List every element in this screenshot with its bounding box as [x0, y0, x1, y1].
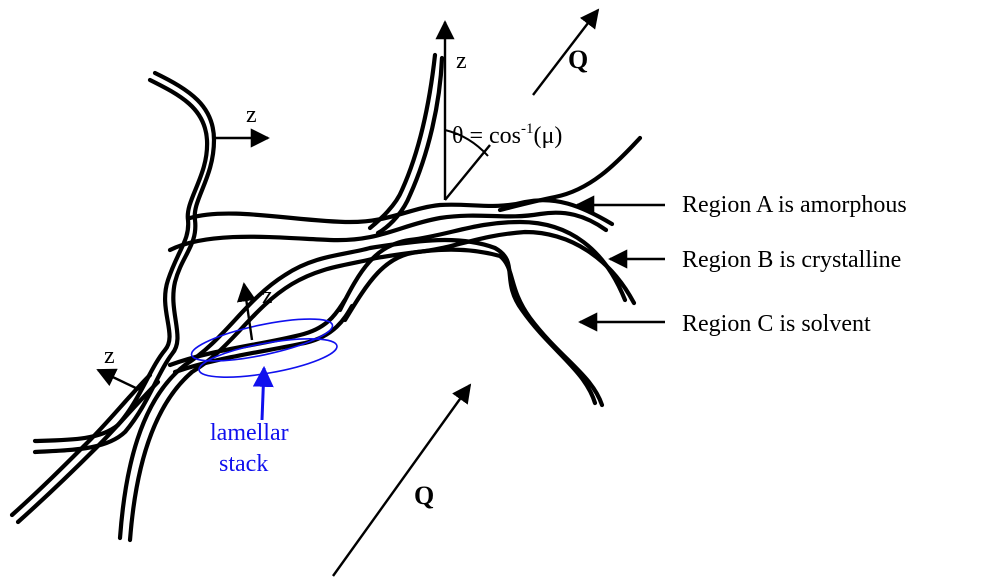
fiber-right-tail [497, 135, 643, 213]
lamellar-pointer-arrow [252, 365, 274, 421]
q-arrow-bottom [332, 383, 472, 577]
fiber-spike-b [375, 55, 445, 236]
q-label-top: Q [568, 45, 588, 74]
theta-label: θ = cos-1(μ) [452, 121, 562, 149]
z-arrow-left-lower [96, 368, 141, 392]
lamellar-label-line1: lamellar [210, 420, 289, 446]
fiber-lamellar-b [172, 303, 355, 375]
q-label-bottom: Q [414, 481, 434, 510]
fiber-spike-a [367, 52, 438, 231]
theta-arc [444, 129, 489, 157]
z-arrow-lamellar [236, 282, 256, 341]
q-arrow-top [532, 8, 600, 96]
fiber-network [9, 52, 643, 543]
q-vectors: Q Q [332, 8, 600, 577]
z-label-left-upper: z [246, 102, 257, 128]
region-labels: Region A is amorphous Region B is crysta… [575, 192, 907, 337]
theta-angle: θ = cos-1(μ) [444, 121, 562, 201]
z-label-lamellar: z [262, 283, 273, 309]
region-b-label: Region B is crystalline [682, 247, 901, 273]
lamellar-ellipse-upper [190, 318, 334, 362]
q-direction-line [444, 144, 491, 201]
region-a-label: Region A is amorphous [682, 192, 907, 218]
fiber-solvent-b [127, 247, 605, 543]
region-c-label: Region C is solvent [682, 311, 871, 337]
fiber-upper-left-b [32, 70, 217, 455]
fiber-amorphous-b [167, 210, 609, 253]
z-label-top: z [456, 48, 467, 74]
fiber-lower-left-b [15, 379, 161, 525]
fiber-solvent-a [117, 237, 598, 541]
z-axes: z z z z [96, 20, 467, 392]
fiber-lower-left-a [9, 372, 153, 518]
lamellar-stack-annotation: lamellar stack [190, 318, 338, 477]
lamellar-label-line2: stack [219, 451, 268, 477]
z-label-left-lower: z [104, 343, 115, 369]
